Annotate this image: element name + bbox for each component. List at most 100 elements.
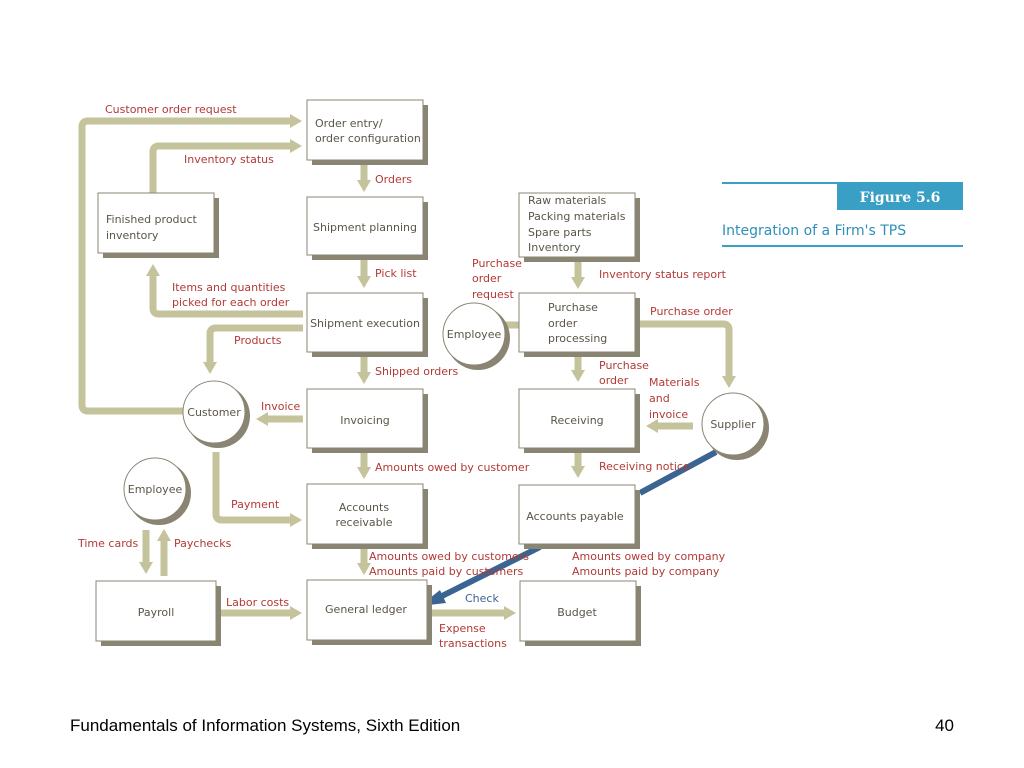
- box-shipment-planning: Shipment planning: [306, 196, 428, 260]
- arrow-customer-order-request: [78, 117, 290, 415]
- box-general-ledger-label: General ledger: [325, 603, 407, 616]
- box-payroll: Payroll: [95, 580, 221, 646]
- arrowhead: [256, 412, 268, 426]
- label-amounts-customers-line2: Amounts paid by customers: [369, 565, 524, 578]
- label-inventory-status: Inventory status: [184, 153, 274, 166]
- box-shipment-execution-label: Shipment execution: [310, 317, 420, 330]
- label-materials-invoice-line3: invoice: [649, 408, 688, 421]
- label-po-request-line1: Purchase: [472, 257, 522, 270]
- label-purchase-order-down-line2: order: [599, 374, 629, 387]
- label-payment: Payment: [231, 498, 280, 511]
- label-receiving-notice: Receiving notice: [599, 460, 690, 473]
- label-orders: Orders: [375, 173, 412, 186]
- arrow-purchase-order: [636, 320, 733, 376]
- arrowhead: [357, 563, 371, 575]
- arrow-inventory-status: [149, 142, 290, 193]
- label-paychecks: Paychecks: [174, 537, 232, 550]
- figure-tag: [837, 183, 963, 210]
- arrowhead: [357, 180, 371, 192]
- arrowhead: [139, 562, 153, 574]
- label-amounts-company-line1: Amounts owed by company: [572, 550, 726, 563]
- figure-caption: Figure 5.6 Integration of a Firm's TPS: [722, 182, 963, 247]
- label-products: Products: [234, 334, 282, 347]
- arrow-items-quantities: [149, 276, 303, 318]
- circle-employee-left-label: Employee: [128, 483, 183, 496]
- label-inventory-status-report: Inventory status report: [599, 268, 727, 281]
- label-po-request-line3: request: [472, 288, 515, 301]
- arrowhead: [357, 372, 371, 384]
- label-pick-list: Pick list: [375, 267, 417, 280]
- label-materials-invoice-line1: Materials: [649, 376, 700, 389]
- label-amounts-company-line2: Amounts paid by company: [572, 565, 720, 578]
- box-general-ledger: General ledger: [306, 579, 432, 645]
- box-order-entry-line2: order configuration: [315, 132, 421, 145]
- box-accounts-receivable: Accounts receivable: [306, 483, 428, 549]
- box-po-processing-line1: Purchase: [548, 301, 598, 314]
- arrowhead: [357, 276, 371, 288]
- box-raw-materials-line3: Spare parts: [528, 226, 592, 239]
- circle-employee-mid-label: Employee: [447, 328, 502, 341]
- box-raw-materials-line4: Inventory: [528, 241, 581, 254]
- box-accounts-payable: Accounts payable: [518, 484, 640, 549]
- box-budget: Budget: [519, 580, 641, 646]
- circle-customer-label: Customer: [187, 406, 241, 419]
- arrowhead: [290, 139, 302, 153]
- label-amounts-customers-line1: Amounts owed by customers: [369, 550, 529, 563]
- label-items-quantities-line1: Items and quantities: [172, 281, 286, 294]
- label-check: Check: [465, 592, 499, 605]
- label-expense-transactions-line1: Expense: [439, 622, 486, 635]
- label-amounts-owed-by-customer: Amounts owed by customer: [375, 461, 530, 474]
- label-purchase-order-down-line1: Purchase: [599, 359, 649, 372]
- box-finished-product-line1: Finished product: [106, 213, 198, 226]
- box-finished-product-line2: inventory: [106, 229, 159, 242]
- flow-labels: Customer order request Inventory status …: [77, 103, 733, 650]
- arrowhead: [290, 606, 302, 620]
- box-raw-materials-line1: Raw materials: [528, 194, 607, 207]
- box-accounts-receivable-line2: receivable: [336, 516, 393, 529]
- arrowhead: [571, 370, 585, 382]
- box-accounts-receivable-line1: Accounts: [339, 501, 389, 514]
- label-expense-transactions-line2: transactions: [439, 637, 507, 650]
- arrowhead: [290, 114, 302, 128]
- box-receiving-label: Receiving: [550, 414, 603, 427]
- label-shipped-orders: Shipped orders: [375, 365, 459, 378]
- box-shipment-planning-label: Shipment planning: [313, 221, 417, 234]
- label-purchase-order-right: Purchase order: [650, 305, 733, 318]
- circle-employee-left: Employee: [123, 457, 191, 525]
- arrowhead: [157, 529, 171, 541]
- arrowhead: [504, 606, 516, 620]
- footer-page-number: 40: [935, 716, 954, 735]
- circle-supplier: Supplier: [701, 392, 769, 460]
- arrowhead: [357, 467, 371, 479]
- box-finished-product-inventory: Finished product inventory: [97, 192, 219, 258]
- arrow-payment: [212, 452, 290, 524]
- label-po-request-line2: order: [472, 272, 502, 285]
- box-po-processing-line2: order: [548, 317, 578, 330]
- box-accounts-payable-label: Accounts payable: [526, 510, 624, 523]
- box-budget-label: Budget: [557, 606, 597, 619]
- box-raw-materials: Raw materials Packing materials Spare pa…: [518, 192, 640, 262]
- label-customer-order-request: Customer order request: [105, 103, 237, 116]
- box-payroll-label: Payroll: [138, 606, 175, 619]
- box-receiving: Receiving: [518, 388, 640, 453]
- footer-book-title: Fundamentals of Information Systems, Six…: [70, 716, 461, 735]
- arrowhead: [722, 376, 736, 388]
- arrow-products: [206, 324, 303, 362]
- box-purchase-order-processing: Purchase order processing: [518, 292, 640, 357]
- label-invoice: Invoice: [261, 400, 301, 413]
- label-time-cards: Time cards: [77, 537, 139, 550]
- figure-number: Figure 5.6: [860, 190, 941, 206]
- arrowhead: [290, 513, 302, 527]
- check-line-upper: [638, 449, 718, 496]
- box-order-entry: Order entry/ order configuration: [306, 99, 428, 165]
- arrowhead: [646, 419, 658, 433]
- box-po-processing-line3: processing: [548, 332, 607, 345]
- box-order-entry-line1: Order entry/: [315, 117, 383, 130]
- box-raw-materials-line2: Packing materials: [528, 210, 626, 223]
- label-materials-invoice-line2: and: [649, 392, 670, 405]
- arrowhead: [203, 362, 217, 374]
- label-labor-costs: Labor costs: [226, 596, 289, 609]
- arrowhead: [571, 466, 585, 478]
- arrowhead: [571, 277, 585, 289]
